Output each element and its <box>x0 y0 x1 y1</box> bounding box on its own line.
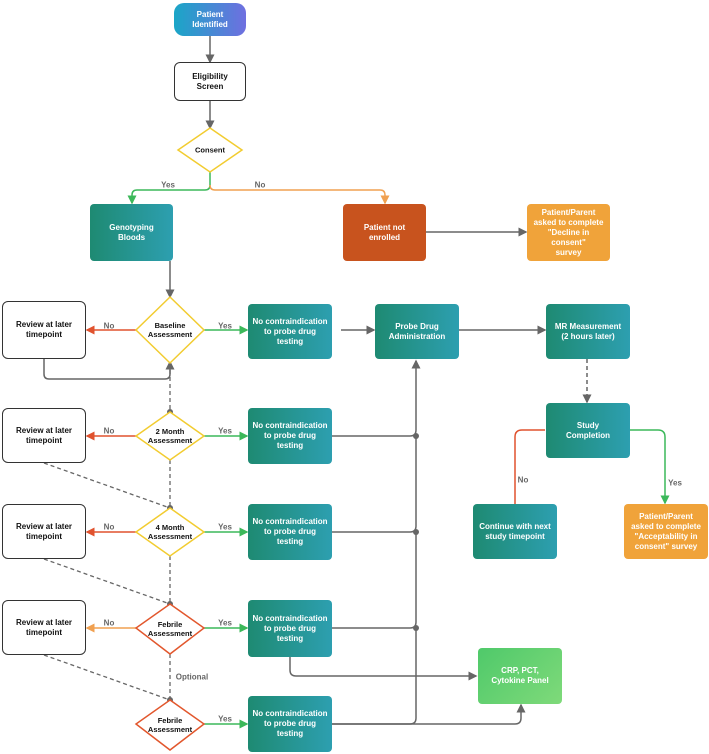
month4-diamond <box>134 507 206 557</box>
febrile-assessment-label: Febrile Assessment <box>147 620 193 638</box>
edge-review-loop <box>43 359 175 380</box>
edge-nc5-crp <box>331 703 526 725</box>
edge-review4-dash <box>43 654 171 701</box>
febrile2-yes-label: Yes <box>218 714 232 724</box>
month2-diamond <box>134 411 206 461</box>
edge-nc2-probe <box>331 359 421 437</box>
optional-label: Optional <box>175 672 209 682</box>
patient-not-enrolled-node: Patient not enrolled <box>343 204 426 261</box>
edge-consent-no <box>209 184 390 205</box>
month4-assessment-label: 4 Month Assessment <box>147 523 193 541</box>
month2-assessment-label: 2 Month Assessment <box>147 427 193 445</box>
decline-survey-node: Patient/Parent asked to complete "Declin… <box>527 204 610 261</box>
study-completion-node: Study Completion <box>546 403 630 458</box>
febrile-yes-label: Yes <box>218 618 232 628</box>
edge-review3-dash <box>43 558 171 605</box>
edge-review2-dash <box>43 462 171 509</box>
eligibility-screen-node: Eligibility Screen <box>174 62 246 101</box>
consent-diamond <box>176 127 244 173</box>
no-contraindication-node-1: No contraindication to probe drug testin… <box>248 304 332 359</box>
patient-identified-node: Patient Identified <box>174 3 246 36</box>
mr-measurement-node: MR Measurement (2 hours later) <box>546 304 630 359</box>
month2-yes-label: Yes <box>218 426 232 436</box>
month4-no-label: No <box>103 522 115 532</box>
month4-yes-label: Yes <box>218 522 232 532</box>
consent-no-label: No <box>254 180 266 190</box>
febrile2-assessment-label: Febrile Assessment <box>147 716 193 734</box>
febrile-no-label: No <box>103 618 115 628</box>
no-contraindication-node-4: No contraindication to probe drug testin… <box>248 600 332 657</box>
febrile2-diamond <box>134 699 206 751</box>
month2-no-label: No <box>103 426 115 436</box>
review-later-node-1: Review at later timepoint <box>2 301 86 359</box>
consent-yes-label: Yes <box>161 180 175 190</box>
edge-nc4-crp <box>289 657 478 681</box>
no-contraindication-node-2: No contraindication to probe drug testin… <box>248 408 332 464</box>
baseline-yes-label: Yes <box>218 321 232 331</box>
edge-nc5-probe <box>331 630 417 725</box>
edge-nc3-probe <box>331 438 417 533</box>
edge-completion-yes <box>629 429 670 505</box>
baseline-assessment-label: Baseline Assessment <box>147 321 193 339</box>
no-contraindication-node-5: No contraindication to probe drug testin… <box>248 696 332 752</box>
completion-no-label: No <box>517 475 529 485</box>
no-contraindication-node-3: No contraindication to probe drug testin… <box>248 504 332 560</box>
continue-next-node: Continue with next study timepoint <box>473 504 557 559</box>
probe-drug-admin-node: Probe Drug Administration <box>375 304 459 359</box>
review-later-node-4: Review at later timepoint <box>2 600 86 655</box>
review-later-node-3: Review at later timepoint <box>2 504 86 559</box>
baseline-diamond <box>134 295 206 365</box>
consent-label: Consent <box>195 145 225 155</box>
completion-yes-label: Yes <box>668 478 682 488</box>
acceptability-survey-node: Patient/Parent asked to complete "Accept… <box>624 504 708 559</box>
review-later-node-2: Review at later timepoint <box>2 408 86 463</box>
edge-nc4-probe <box>331 534 417 629</box>
febrile-diamond <box>134 603 206 655</box>
crp-panel-node: CRP, PCT, Cytokine Panel <box>478 648 562 704</box>
genotyping-bloods-node: Genotyping Bloods <box>90 204 173 261</box>
edge-completion-no <box>510 429 545 532</box>
baseline-no-label: No <box>103 321 115 331</box>
